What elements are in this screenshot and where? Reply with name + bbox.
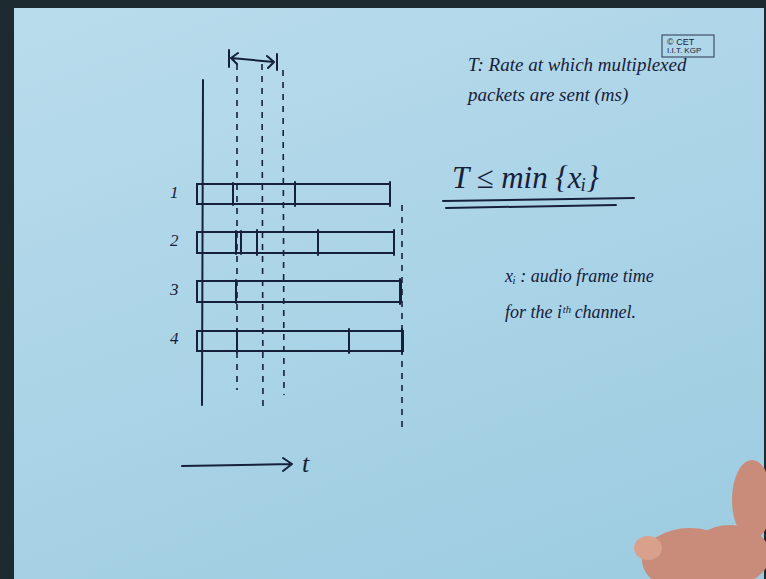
channel-number: 4	[170, 329, 179, 349]
formula-text: T ≤ min {xᵢ}	[452, 160, 599, 196]
logo-text: I.I.T. KGP	[667, 46, 701, 55]
channel-number: 3	[170, 280, 179, 300]
board-ground	[14, 8, 764, 579]
definition-text: xᵢ : audio frame time for the iᵗʰ channe…	[505, 258, 655, 330]
axis-label: t	[302, 449, 309, 479]
note-text: T: Rate at which multiplexed packets are…	[468, 50, 693, 110]
channel-number: 2	[170, 231, 179, 251]
channel-number: 1	[170, 183, 179, 203]
logo-text: © CET	[667, 37, 694, 47]
